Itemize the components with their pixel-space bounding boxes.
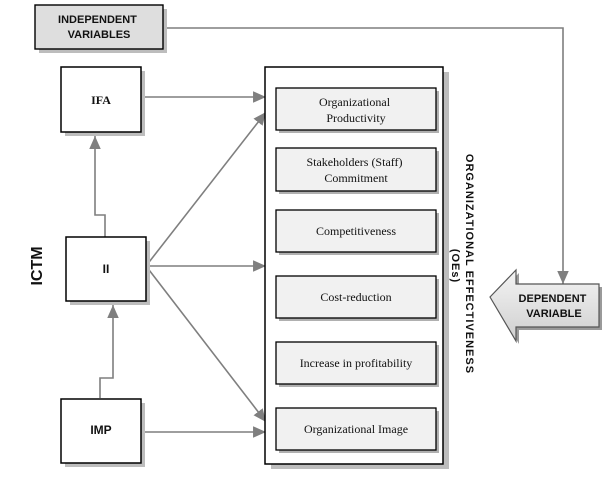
outcome-stakeholder-line-2: Commitment: [324, 171, 388, 185]
independent-label-line-1: INDEPENDENT: [58, 14, 137, 26]
outcomes-title-line-2: (OEs): [449, 249, 461, 283]
outcome-cost-reduction-label: Cost-reduction: [320, 290, 391, 304]
svg-text:Stakeholders (Staff) C: Stakeholders (Staff) Commitment: [306, 155, 405, 185]
dependent-label-line-1: DEPENDENT: [519, 293, 587, 305]
dependent-label-line-2: VARIABLE: [526, 308, 581, 320]
outcome-list: Organizational Productivity Stakeholders…: [275, 87, 439, 453]
arrow-ii-to-ifa: [89, 136, 106, 237]
outcomes-title-line-1: ORGANIZATIONAL EFFECTIVENESS: [463, 154, 475, 374]
arrow-ii-to-productivity: [145, 111, 267, 267]
imp-box: IMP: [60, 398, 145, 467]
outcomes-container: [264, 66, 449, 469]
link-independent-to-dependent: [166, 27, 569, 284]
svg-text:INDEPENDENT VARIABLES: INDEPENDENT VARIABLES: [58, 14, 140, 41]
outcome-stakeholder-line-1: Stakeholders (Staff): [306, 155, 402, 169]
ifa-label: IFA: [91, 93, 111, 107]
outcome-stakeholder-commitment: Stakeholders (Staff) Commitment: [275, 147, 439, 194]
outcome-competitiveness-label: Competitiveness: [316, 224, 396, 238]
arrow-imp-to-ii: [99, 305, 119, 398]
ii-label: II: [103, 262, 110, 276]
outcome-profitability-label: Increase in profitability: [300, 356, 413, 370]
outcome-organizational-image-label: Organizational Image: [304, 422, 408, 436]
left-arrow-icon: [489, 268, 600, 344]
arrow-ii-to-org-image: [145, 265, 267, 423]
imp-label: IMP: [90, 423, 111, 437]
outcome-competitiveness: Competitiveness: [275, 209, 439, 255]
dependent-variable-arrow: DEPENDENT VARIABLE: [489, 268, 602, 344]
connector-lines: [89, 27, 569, 438]
svg-text:DEPENDENT VARIABLE: DEPENDENT VARIABLE: [519, 293, 590, 320]
ictm-label: ICTM: [29, 246, 46, 285]
svg-text:Organizational Product: Organizational Productivity: [319, 95, 393, 125]
ifa-box: IFA: [60, 66, 145, 136]
outcome-cost-reduction: Cost-reduction: [275, 275, 439, 321]
outcome-productivity-line-1: Organizational: [319, 95, 391, 109]
outcome-productivity-line-2: Productivity: [326, 111, 385, 125]
outcome-profitability: Increase in profitability: [275, 341, 439, 387]
outcome-productivity: Organizational Productivity: [275, 87, 439, 133]
independent-variables-box: INDEPENDENT VARIABLES: [34, 4, 167, 53]
independent-label-line-2: VARIABLES: [68, 29, 131, 41]
outcome-organizational-image: Organizational Image: [275, 407, 439, 453]
svg-text:ORGANIZATIONAL EFFECTIVENESS: ORGANIZATIONAL EFFECTIVENESS (OEs): [449, 154, 475, 378]
ii-box: II: [65, 236, 150, 305]
